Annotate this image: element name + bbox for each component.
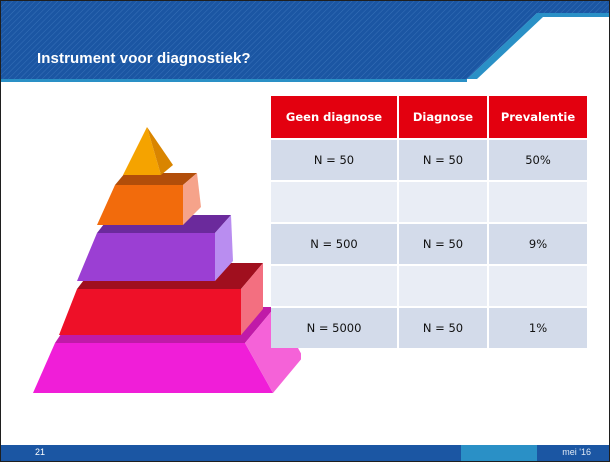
table-row: N = 50 N = 50 50% (271, 138, 587, 181)
table-header-row: Geen diagnose Diagnose Prevalentie (271, 96, 587, 139)
slide-title: Instrument voor diagnostiek? (37, 50, 251, 67)
footer-accent-stripe (461, 445, 537, 461)
table-cell: 1% (488, 306, 587, 348)
column-header-prevalentie: Prevalentie (488, 96, 587, 139)
table-cell: N = 50 (398, 306, 489, 348)
table-row: N = 5000 N = 50 1% (271, 306, 587, 348)
table-cell: N = 50 (271, 138, 399, 181)
pyramid-illustration (33, 127, 301, 393)
page-number: 21 (35, 447, 46, 457)
footer-date: mei '16 (562, 447, 591, 457)
table-row (271, 264, 587, 307)
column-header-geen-diagnose: Geen diagnose (271, 96, 399, 139)
table-cell (271, 180, 399, 223)
header-banner (1, 1, 609, 82)
table-row: N = 500 N = 50 9% (271, 222, 587, 265)
table-cell: N = 50 (398, 138, 489, 181)
table-row (271, 180, 587, 223)
slide-header: Instrument voor diagnostiek? (1, 1, 609, 91)
table-cell: N = 500 (271, 222, 399, 265)
table-cell (398, 264, 489, 307)
pyramid-layer-top (123, 127, 173, 175)
prevalence-table: Geen diagnose Diagnose Prevalentie N = 5… (271, 96, 587, 348)
footer-end-block (537, 445, 609, 461)
table-cell: N = 5000 (271, 306, 399, 348)
table-cell (488, 180, 587, 223)
pyramid-layer-2 (97, 173, 201, 225)
table-cell: 9% (488, 222, 587, 265)
table-cell (488, 264, 587, 307)
column-header-diagnose: Diagnose (398, 96, 489, 139)
table-cell (271, 264, 399, 307)
table-cell (398, 180, 489, 223)
table-cell: 50% (488, 138, 587, 181)
table-cell: N = 50 (398, 222, 489, 265)
slide-footer: 21 mei '16 (1, 445, 609, 461)
